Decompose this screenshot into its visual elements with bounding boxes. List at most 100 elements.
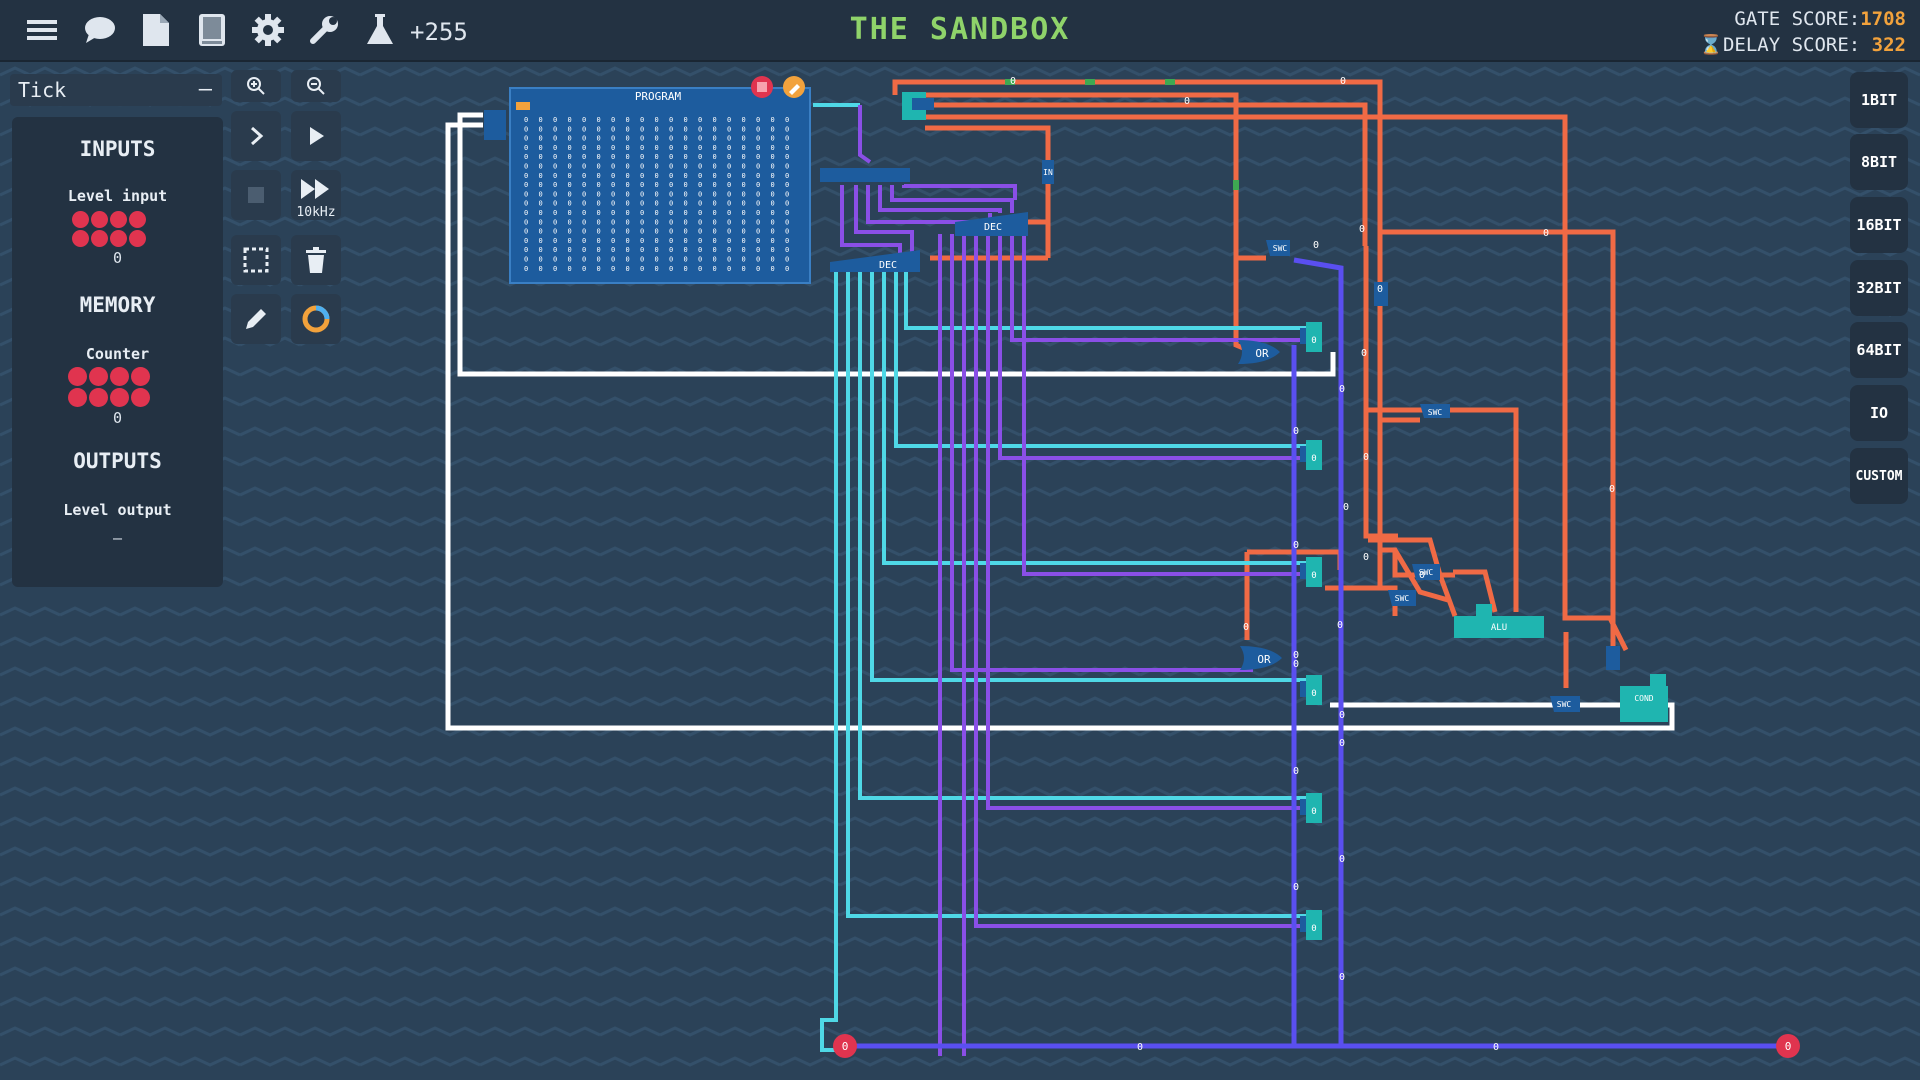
memory-cell: 0 — [669, 209, 673, 217]
delay-score: ⌛DELAY SCORE: 322 — [1699, 32, 1906, 58]
splitter-bar[interactable] — [820, 168, 910, 182]
switch-1[interactable]: SWC — [1266, 240, 1290, 256]
step-button[interactable] — [231, 111, 281, 161]
cond-component[interactable]: COND — [1620, 674, 1668, 722]
wrench-icon[interactable] — [306, 12, 342, 48]
memory-cell: 0 — [640, 153, 644, 161]
page-title: THE SANDBOX — [849, 12, 1071, 47]
memory-cell: 0 — [640, 265, 644, 273]
component-button-16bit[interactable]: 16BIT — [1850, 197, 1908, 253]
draw-wire-button[interactable] — [231, 294, 281, 344]
register[interactable]: 0 — [1300, 910, 1322, 940]
memory-cell: 0 — [640, 163, 644, 171]
or-gate-1[interactable]: OR — [1238, 340, 1280, 364]
memory-cell: 0 — [756, 200, 760, 208]
zoom-out-button[interactable] — [291, 70, 341, 102]
menu-icon[interactable] — [24, 12, 60, 48]
memory-cell: 0 — [582, 218, 586, 226]
memory-cell: 0 — [626, 116, 630, 124]
register[interactable]: 0 — [1300, 793, 1322, 823]
fast-forward-button[interactable] — [291, 170, 341, 220]
component-button-1bit[interactable]: 1BIT — [1850, 72, 1908, 128]
gear-icon[interactable] — [250, 12, 286, 48]
memory-title: MEMORY — [79, 293, 156, 317]
memory-cell: 0 — [568, 190, 572, 198]
memory-cell: 0 — [785, 209, 789, 217]
memory-cell: 0 — [771, 181, 775, 189]
memory-cell: 0 — [640, 246, 644, 254]
memory-cell: 0 — [597, 144, 601, 152]
memory-cell: 0 — [582, 125, 586, 133]
switch-2[interactable] — [1374, 282, 1388, 306]
memory-cell: 0 — [539, 246, 543, 254]
book-icon[interactable] — [194, 12, 230, 48]
memory-cell: 0 — [655, 256, 659, 264]
memory-cell: 0 — [727, 209, 731, 217]
chat-icon[interactable] — [82, 12, 118, 48]
memory-cell: 0 — [742, 163, 746, 171]
register[interactable]: 0 — [1300, 675, 1322, 705]
memory-cell: 0 — [742, 218, 746, 226]
zoom-in-button[interactable] — [231, 70, 281, 102]
memory-cell: 0 — [597, 237, 601, 245]
memory-cell: 0 — [669, 265, 673, 273]
wire-value: 0 — [1339, 738, 1345, 749]
component-button-io[interactable]: IO — [1850, 385, 1908, 441]
component-button-32bit[interactable]: 32BIT — [1850, 260, 1908, 316]
alu-component[interactable]: ALU — [1454, 604, 1544, 638]
component-button-custom[interactable]: CUSTOM — [1850, 448, 1908, 504]
bus-endpoint-left[interactable]: 0 — [833, 1034, 857, 1058]
memory-cell: 0 — [771, 237, 775, 245]
component-button-64bit[interactable]: 64BIT — [1850, 322, 1908, 378]
wire-value: 0 — [1184, 96, 1190, 107]
switch-5[interactable]: SWC — [1388, 590, 1416, 606]
play-button[interactable] — [291, 111, 341, 161]
component-button-8bit[interactable]: 8BIT — [1850, 134, 1908, 190]
register[interactable]: 0 — [1300, 557, 1322, 587]
register-column[interactable]: 0 0 0 0 0 0 — [1300, 322, 1322, 940]
memory-cell: 0 — [727, 181, 731, 189]
stop-button[interactable] — [231, 170, 281, 220]
memory-cell: 0 — [771, 200, 775, 208]
delete-button[interactable] — [291, 235, 341, 285]
dlc-block[interactable] — [902, 92, 934, 120]
reg-in-block[interactable] — [484, 110, 506, 140]
svg-text:0: 0 — [842, 1040, 849, 1053]
memory-cell: 0 — [698, 144, 702, 152]
svg-text:0: 0 — [1311, 689, 1316, 699]
decoder-1[interactable]: DEC — [955, 212, 1028, 236]
flask-icon[interactable] — [362, 12, 398, 48]
memory-cell: 0 — [640, 135, 644, 143]
memory-cell: 0 — [756, 256, 760, 264]
memory-cell: 0 — [553, 246, 557, 254]
select-button[interactable] — [231, 235, 281, 285]
switch-3[interactable]: SWC — [1420, 404, 1450, 418]
switch-6[interactable]: SWC — [1550, 696, 1580, 712]
or-gate-2[interactable]: OR — [1240, 646, 1282, 670]
trash-icon — [306, 247, 326, 273]
memory-cell: 0 — [597, 163, 601, 171]
switch-7[interactable] — [1606, 646, 1620, 670]
zoom-out-icon — [307, 77, 325, 95]
file-icon[interactable] — [138, 12, 174, 48]
switch-4[interactable]: SWC — [1412, 564, 1440, 580]
level-output-label: Level output — [63, 501, 172, 519]
register[interactable]: 0 — [1300, 322, 1322, 352]
memory-cell: 0 — [568, 209, 572, 217]
wire-value: 0 — [1339, 972, 1345, 983]
memory-cell: 0 — [524, 181, 528, 189]
register[interactable]: 0 — [1300, 440, 1322, 470]
tick-select[interactable]: Tick – — [10, 74, 222, 106]
color-button[interactable] — [291, 294, 341, 344]
memory-cell: 0 — [655, 237, 659, 245]
wire-value: 0 — [1493, 1042, 1499, 1053]
memory-cell: 0 — [669, 190, 673, 198]
decoder-2[interactable]: DEC — [830, 250, 920, 272]
collapse-icon[interactable]: – — [198, 77, 212, 102]
memory-cell: 0 — [684, 265, 688, 273]
bus-endpoint-right[interactable]: 0 — [1776, 1034, 1800, 1058]
memory-cell: 0 — [568, 218, 572, 226]
in-block[interactable]: IN — [1042, 160, 1054, 184]
